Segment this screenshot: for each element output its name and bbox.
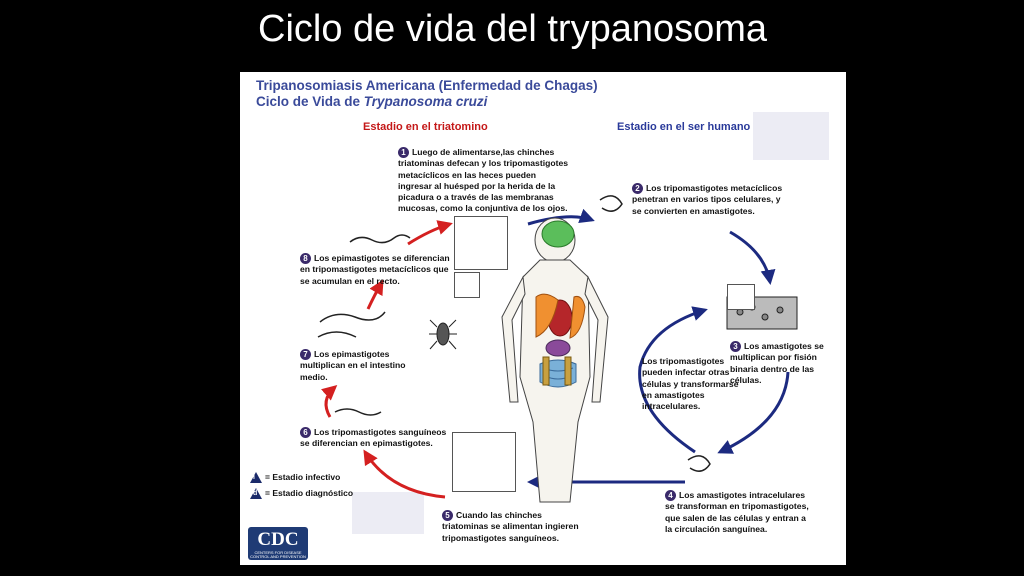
legend-infective: i= Estadio infectivo (250, 472, 340, 484)
reinfection-note: Los tripomastigotes pueden infectar otra… (642, 356, 739, 412)
legend-diagnostic: d= Estadio diagnóstico (250, 488, 353, 500)
inset-trypomastigote-box (454, 272, 480, 298)
blank-box (352, 492, 424, 534)
inset-bite-box (454, 216, 508, 270)
slide-title: Ciclo de vida del trypanosoma (258, 8, 768, 50)
stage-human-label: Estadio en el ser humano (617, 121, 751, 133)
inset-feeding-box (452, 432, 516, 492)
arrow-8-to-1 (407, 220, 453, 246)
diagnostic-stage-icon: d (250, 488, 262, 500)
arrow-reinfection (638, 306, 708, 454)
inset-cell-box (727, 284, 755, 310)
parasite-illustrations (317, 195, 711, 472)
figure-subtitle: Ciclo de Vida de Trypanosoma cruzi (256, 94, 488, 109)
stage-vector-label: Estadio en el triatomino (363, 121, 488, 133)
blank-box (753, 112, 829, 160)
triatomine-bug-illustration (429, 319, 457, 350)
figure-title: Tripanosomiasis Americana (Enfermedad de… (256, 78, 598, 93)
arrow-7-to-8 (366, 279, 384, 310)
cycle-diagram (317, 195, 798, 503)
arrow-3-to-4 (717, 371, 790, 454)
arrow-6-to-7 (321, 385, 338, 418)
arrow-2-to-3 (729, 230, 776, 285)
arrow-5-to-6 (363, 449, 446, 499)
arrow-1-to-2 (527, 208, 595, 226)
infective-stage-icon: i (250, 472, 262, 484)
life-cycle-figure: Tripanosomiasis Americana (Enfermedad de… (240, 72, 846, 565)
